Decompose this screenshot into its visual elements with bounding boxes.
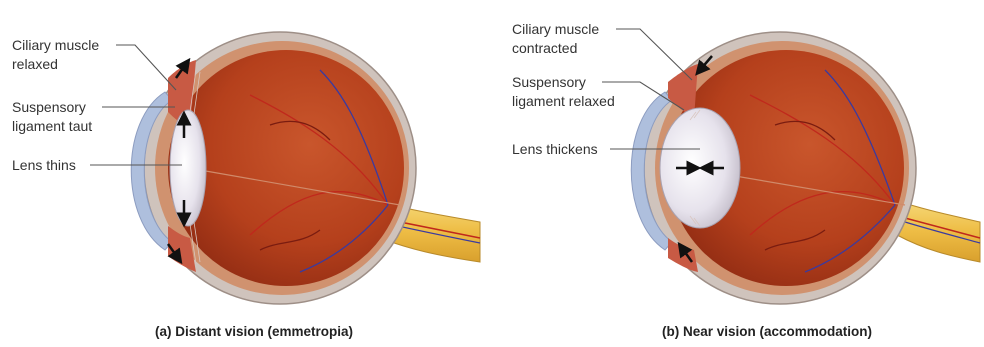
panel-a-eye <box>131 32 480 304</box>
label-ciliary-contracted-line2: contracted <box>512 40 577 56</box>
panel-b-eye <box>631 32 980 304</box>
label-ciliary-contracted-line1: Ciliary muscle <box>512 21 599 37</box>
leader-ciliary-contracted <box>616 29 692 80</box>
lens-thick <box>660 108 740 228</box>
label-lens-thins: Lens thins <box>12 157 76 173</box>
label-suspensory-relaxed-line1: Suspensory <box>512 74 586 90</box>
label-ciliary-relaxed-line1: Ciliary muscle <box>12 37 99 53</box>
caption-panel-b: (b) Near vision (accommodation) <box>662 324 872 339</box>
label-lens-thickens: Lens thickens <box>512 141 598 157</box>
label-ciliary-relaxed-line2: relaxed <box>12 56 58 72</box>
label-suspensory-relaxed-line2: ligament relaxed <box>512 93 615 109</box>
label-suspensory-taut-line2: ligament taut <box>12 118 92 134</box>
leader-ciliary-relaxed <box>116 45 176 90</box>
label-suspensory-taut-line1: Suspensory <box>12 99 86 115</box>
lens-thin <box>170 110 206 226</box>
caption-panel-a: (a) Distant vision (emmetropia) <box>155 324 353 339</box>
